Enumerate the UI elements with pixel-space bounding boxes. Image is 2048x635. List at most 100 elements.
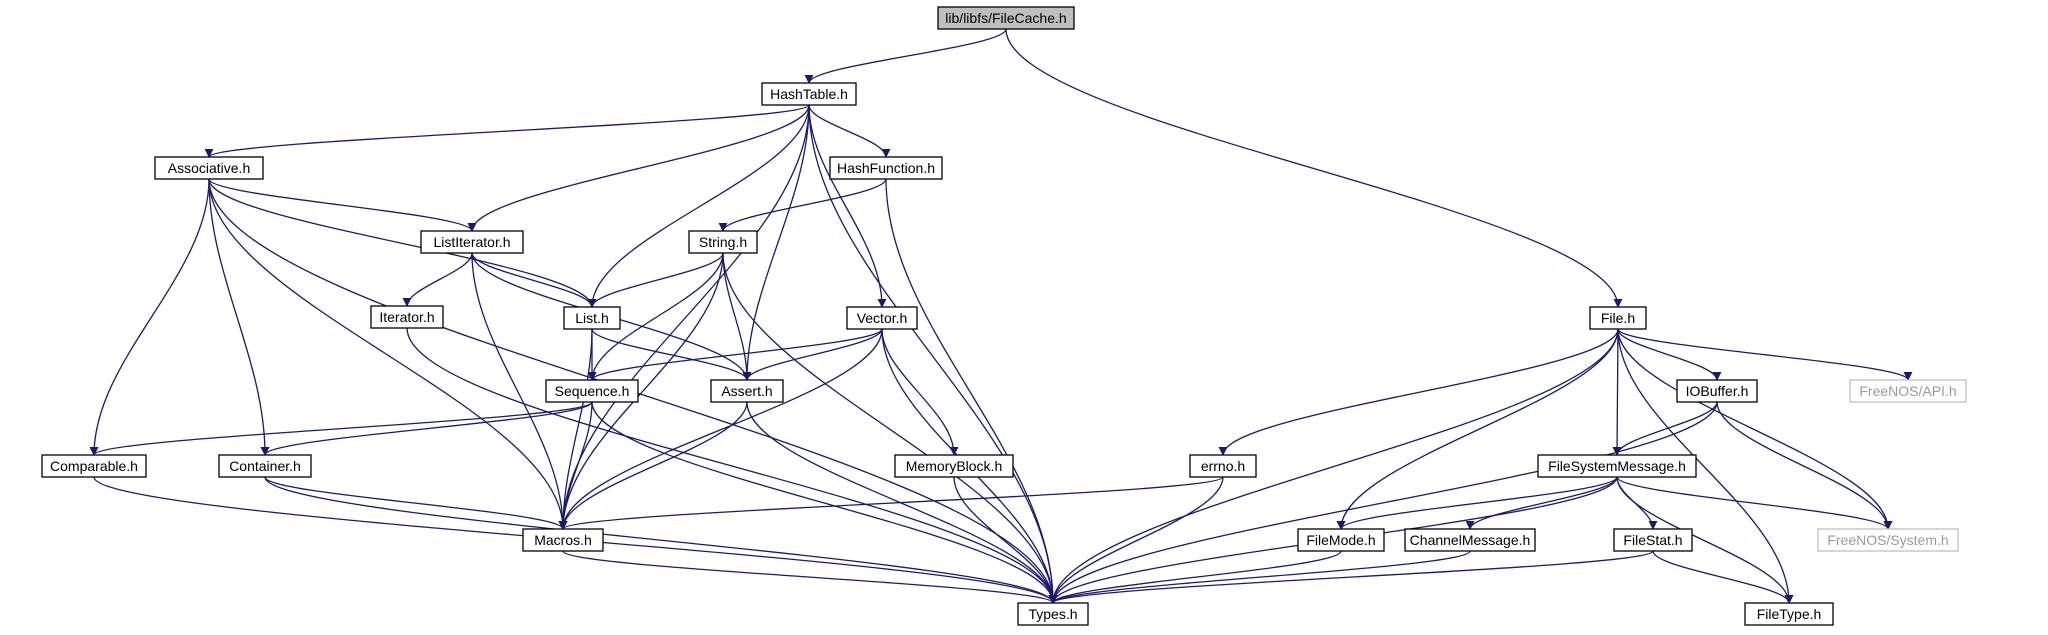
node-box <box>688 230 758 254</box>
edge-hash-table-to-associative <box>204 104 810 158</box>
node-label: Container.h <box>229 458 301 474</box>
node-hash-table[interactable]: HashTable.h <box>761 82 857 106</box>
node-label: HashTable.h <box>770 86 848 102</box>
node-errno[interactable]: errno.h <box>1189 454 1257 478</box>
edge-memory-block-to-types <box>953 476 1058 604</box>
node-box <box>1589 306 1647 330</box>
edge-sequence-to-container <box>260 401 593 456</box>
edge-file-to-free-nosapi <box>1617 328 1913 381</box>
edge-sequence-to-macros <box>558 401 593 530</box>
node-container[interactable]: Container.h <box>218 454 312 478</box>
edge-assert-to-macros <box>558 401 748 530</box>
node-list[interactable]: List.h <box>563 306 621 330</box>
node-label: MemoryBlock.h <box>906 458 1002 474</box>
node-box <box>1613 528 1693 552</box>
edge-associative-to-container <box>208 178 270 456</box>
node-label: File.h <box>1601 310 1635 326</box>
edge-hash-table-to-assert <box>742 104 810 381</box>
edge-associative-to-macros <box>208 178 568 530</box>
edge-sequence-to-types <box>591 401 1058 604</box>
edge-file-to-file-type <box>1617 328 1794 604</box>
node-box <box>846 306 918 330</box>
edge-hash-table-to-types <box>808 104 1058 604</box>
node-label: ListIterator.h <box>433 234 510 250</box>
edge-hash-function-to-types <box>885 178 1058 604</box>
edge-container-to-macros <box>264 476 568 530</box>
edge-list-to-assert <box>591 328 752 381</box>
edge-file-mode-to-types <box>1048 550 1342 604</box>
edge-file-cache-to-file <box>1005 28 1623 308</box>
edges-layer <box>89 28 1913 604</box>
node-iobuffer[interactable]: IOBuffer.h <box>1676 379 1758 403</box>
node-box <box>545 379 639 403</box>
node-label: lib/libfs/FileCache.h <box>945 10 1066 26</box>
node-sequence[interactable]: Sequence.h <box>545 379 639 403</box>
node-associative[interactable]: Associative.h <box>154 156 264 180</box>
node-types[interactable]: Types.h <box>1017 602 1089 626</box>
edge-hash-table-to-vector <box>808 104 887 308</box>
nodes-layer: lib/libfs/FileCache.hHashTable.hFile.hAs… <box>41 6 1967 626</box>
node-file-cache[interactable]: lib/libfs/FileCache.h <box>937 6 1075 30</box>
node-file-system-message[interactable]: FileSystemMessage.h <box>1537 454 1697 478</box>
node-label: Associative.h <box>168 160 250 176</box>
edge-file-system-message-to-channel-message <box>1465 476 1618 530</box>
edge-file-to-errno <box>1218 328 1619 456</box>
node-list-iterator[interactable]: ListIterator.h <box>420 230 524 254</box>
edge-string-to-macros <box>558 252 724 530</box>
node-label: errno.h <box>1201 458 1245 474</box>
node-box <box>218 454 312 478</box>
node-box <box>1404 528 1536 552</box>
node-box <box>1817 528 1959 552</box>
node-box <box>420 230 524 254</box>
node-assert[interactable]: Assert.h <box>710 379 784 403</box>
edge-iterator-to-types <box>406 327 1058 604</box>
node-free-nosapi[interactable]: FreeNOS/API.h <box>1849 379 1967 403</box>
node-label: FreeNOS/API.h <box>1859 383 1956 399</box>
edge-list-to-macros <box>558 328 593 530</box>
node-label: Macros.h <box>534 532 592 548</box>
node-label: FileMode.h <box>1306 532 1375 548</box>
edge-vector-to-macros <box>558 328 883 530</box>
node-comparable[interactable]: Comparable.h <box>41 454 147 478</box>
node-hash-function[interactable]: HashFunction.h <box>829 156 943 180</box>
edge-channel-message-to-types <box>1048 550 1471 604</box>
node-label: IOBuffer.h <box>1686 383 1749 399</box>
node-memory-block[interactable]: MemoryBlock.h <box>894 454 1014 478</box>
node-box <box>1744 602 1834 626</box>
edge-hash-table-to-list-iterator <box>467 104 810 232</box>
node-label: String.h <box>699 234 747 250</box>
edge-hash-function-to-string <box>718 178 887 232</box>
node-channel-message[interactable]: ChannelMessage.h <box>1404 528 1536 552</box>
node-file-stat[interactable]: FileStat.h <box>1613 528 1693 552</box>
edge-file-cache-to-hash-table <box>804 28 1007 84</box>
edge-file-system-message-to-file-type <box>1616 476 1794 604</box>
edge-iobuffer-to-types <box>1048 401 1718 604</box>
node-label: FileType.h <box>1757 606 1822 622</box>
edge-file-system-message-to-free-nossystem <box>1616 476 1893 530</box>
edge-vector-to-sequence <box>587 328 883 381</box>
edge-hash-table-to-list <box>587 104 810 308</box>
node-iterator[interactable]: Iterator.h <box>370 305 444 329</box>
node-file[interactable]: File.h <box>1589 306 1647 330</box>
node-box <box>154 156 264 180</box>
edge-sequence-to-comparable <box>89 401 593 456</box>
edge-string-to-assert <box>722 252 752 381</box>
node-vector[interactable]: Vector.h <box>846 306 918 330</box>
node-file-mode[interactable]: FileMode.h <box>1297 528 1385 552</box>
edge-associative-to-comparable <box>89 178 210 456</box>
edge-hash-table-to-hash-function <box>808 104 891 158</box>
node-box <box>1297 528 1385 552</box>
node-free-nossystem[interactable]: FreeNOS/System.h <box>1817 528 1959 552</box>
node-label: FileStat.h <box>1623 532 1682 548</box>
node-string[interactable]: String.h <box>688 230 758 254</box>
edge-file-system-message-to-file-mode <box>1336 476 1618 530</box>
node-box <box>829 156 943 180</box>
node-box <box>1537 454 1697 478</box>
edge-string-to-sequence <box>587 252 724 381</box>
edge-vector-to-assert <box>742 328 883 381</box>
node-file-type[interactable]: FileType.h <box>1744 602 1834 626</box>
node-macros[interactable]: Macros.h <box>522 528 604 552</box>
node-label: Iterator.h <box>379 309 434 325</box>
node-label: Vector.h <box>857 310 908 326</box>
node-label: Sequence.h <box>555 383 630 399</box>
